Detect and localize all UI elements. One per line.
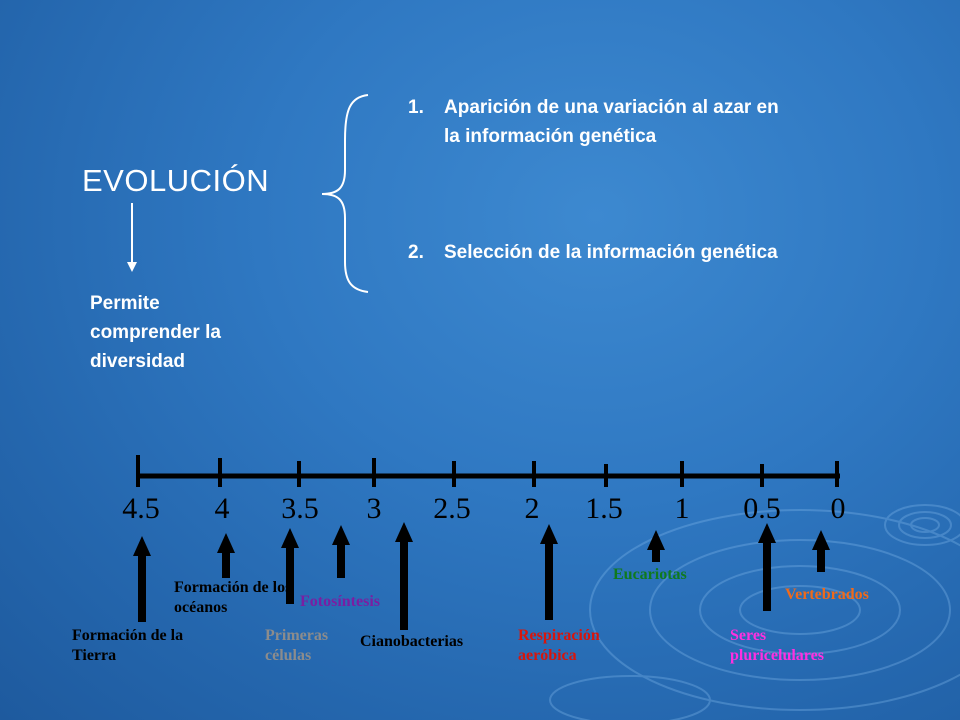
event-arrows	[133, 522, 830, 630]
up-arrow	[217, 533, 235, 578]
up-arrow	[812, 530, 830, 572]
point-text: Aparición de una variación al azar en la…	[444, 97, 779, 147]
point-number: 1.	[408, 97, 424, 118]
tick-label: 0	[831, 492, 846, 525]
up-arrow	[281, 528, 299, 604]
evolution-point-1: 1. Aparición de una variación al azar en…	[408, 93, 788, 151]
event-label: Formación de los océanos	[174, 579, 292, 616]
point-number: 2.	[408, 242, 424, 263]
event-label: Seres pluricelulares	[730, 627, 824, 664]
up-arrow	[647, 530, 665, 562]
tick-label: 0.5	[743, 492, 781, 525]
up-arrow	[540, 524, 558, 620]
down-arrow-head	[127, 262, 137, 272]
tick-label: 3.5	[281, 492, 319, 525]
event-label: Respiración aeróbica	[518, 627, 600, 664]
tick-label: 2	[525, 492, 540, 525]
event-label: Formación de la Tierra	[72, 627, 184, 664]
tick-label: 3	[367, 492, 382, 525]
event-label: Primeras células	[265, 627, 329, 664]
point-text: Selección de la información genética	[444, 242, 778, 263]
event-label: Vertebrados	[785, 586, 869, 603]
tick-label: 2.5	[433, 492, 471, 525]
evolution-point-2: 2. Selección de la información genética	[408, 238, 788, 267]
tick-label: 4.5	[122, 492, 160, 525]
event-label: Fotosíntesis	[300, 593, 380, 610]
up-arrow	[758, 523, 776, 611]
page-title: EVOLUCIÓN	[82, 163, 270, 198]
up-arrow	[395, 522, 413, 630]
event-label: Cianobacterias	[360, 633, 464, 650]
tick-label: 1.5	[585, 492, 623, 525]
event-label: Eucariotas	[613, 566, 687, 583]
timeline-ticks: 4.5 4 3.5 3 2.5 2 1.5 1 0.5 0	[122, 455, 846, 525]
up-arrow	[332, 525, 350, 578]
tick-label: 4	[215, 492, 230, 525]
consequence-text: Permite comprender la diversidad	[90, 293, 221, 372]
up-arrow	[133, 536, 151, 622]
curly-brace	[321, 94, 369, 293]
tick-label: 1	[675, 492, 690, 525]
